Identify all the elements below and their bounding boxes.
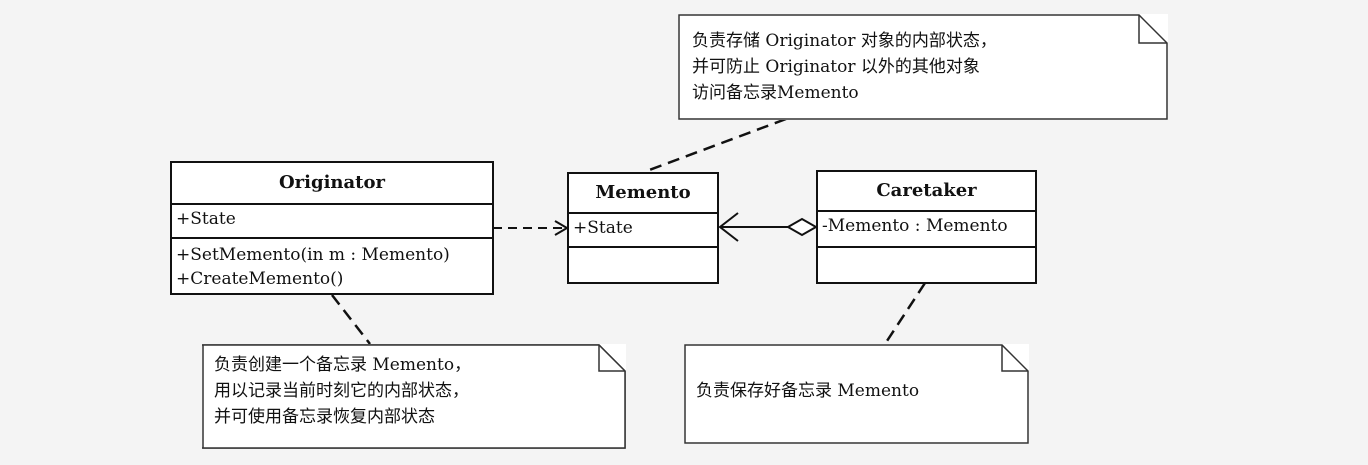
attribute: +State [573,218,633,238]
class-originator: Originator +State +SetMemento(in m : Mem… [170,161,494,295]
attribute: -Memento : Memento [822,216,1008,236]
note-shape [684,344,1029,444]
note-text: 负责保存好备忘录 Memento [696,381,920,401]
operations-compartment [569,248,717,252]
aggregation-diamond [785,217,819,237]
aggregation-arrowhead [718,212,739,242]
operation: +SetMemento(in m : Memento) [176,245,450,265]
operation: +CreateMemento() [176,269,344,289]
attributes-compartment: +State [569,214,717,248]
note-caretaker: 负责保存好备忘录 Memento [684,344,1029,444]
note-text: 负责创建一个备忘录 Memento， [214,355,472,375]
note-text: 并可使用备忘录恢复内部状态 [214,407,435,427]
operations-compartment: +SetMemento(in m : Memento) +CreateMemen… [172,239,492,293]
attributes-compartment: -Memento : Memento [818,212,1035,248]
note-originator: 负责创建一个备忘录 Memento， 用以记录当前时刻它的内部状态， 并可使用备… [202,344,626,449]
originator-note-anchor [331,294,371,345]
operations-compartment [818,248,1035,252]
note-text: 负责存储 Originator 对象的内部状态， [692,31,997,51]
class-name: Memento [569,174,717,214]
note-text: 用以记录当前时刻它的内部状态， [214,381,469,401]
class-name: Caretaker [818,172,1035,212]
attributes-compartment: +State [172,205,492,239]
note-shape [678,14,1168,120]
note-shape [202,344,626,449]
class-memento: Memento +State [567,172,719,284]
attribute: +State [176,209,236,229]
class-name: Originator [172,163,492,205]
note-memento: 负责存储 Originator 对象的内部状态， 并可防止 Originator… [678,14,1168,120]
class-caretaker: Caretaker -Memento : Memento [816,170,1037,284]
note-text: 并可防止 Originator 以外的其他对象 [692,57,980,77]
memento-note-anchor [643,117,787,174]
caretaker-note-anchor [883,282,927,345]
note-text: 访问备忘录Memento [692,83,859,103]
